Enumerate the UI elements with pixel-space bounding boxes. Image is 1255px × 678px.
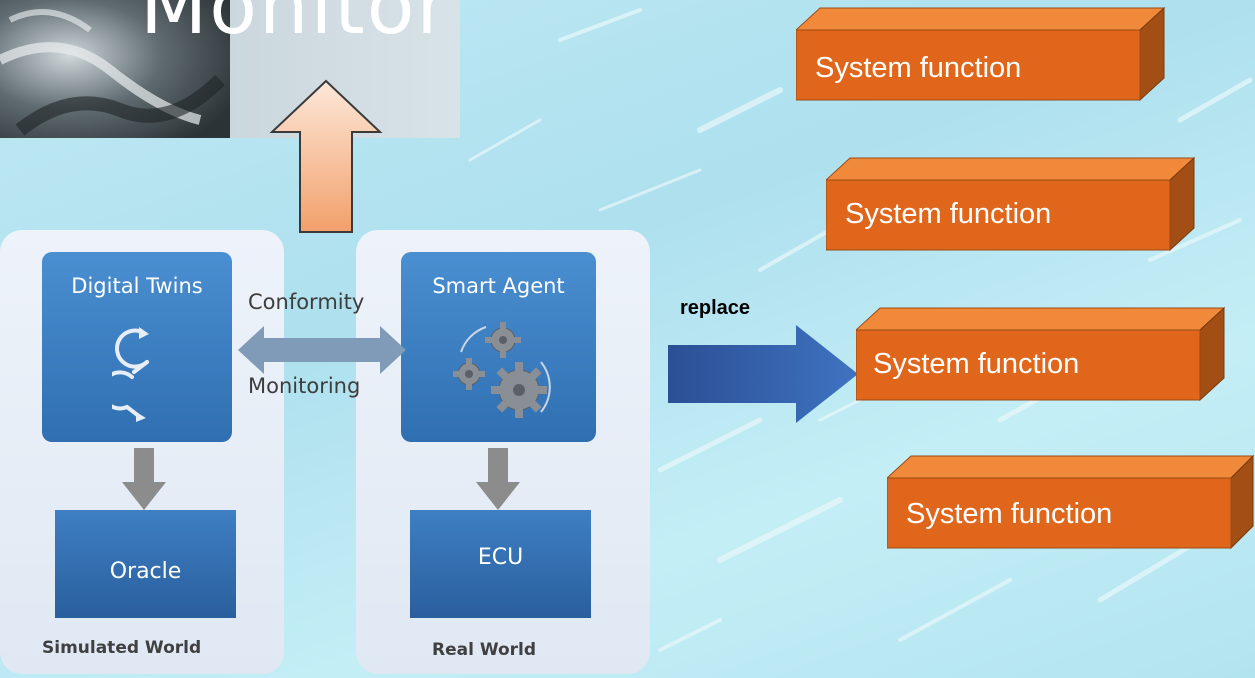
system-function-cube-4 — [887, 454, 1255, 550]
system-function-label-3: System function — [873, 348, 1080, 380]
down-arrow-icon — [476, 448, 520, 510]
system-function-label-1: System function — [815, 52, 1022, 84]
system-function-label-2: System function — [845, 198, 1052, 230]
real-world-label: Real World — [432, 640, 537, 660]
digital-twins-label: Digital Twins — [71, 274, 203, 298]
smart-agent-box: Smart Agent — [401, 252, 596, 442]
monitor-banner: Monitor — [0, 0, 460, 138]
monitor-photo-image — [0, 0, 230, 138]
simulated-world-label: Simulated World — [42, 638, 202, 658]
oracle-label: Oracle — [109, 558, 182, 584]
system-function-cube-1 — [796, 6, 1166, 102]
ecu-box: ECU — [410, 510, 591, 618]
oracle-box: Oracle — [55, 510, 236, 618]
system-function-cube-3 — [856, 306, 1226, 402]
monitoring-label: Monitoring — [248, 374, 361, 398]
system-function-cube-2 — [826, 156, 1196, 252]
conformity-label: Conformity — [248, 290, 365, 314]
simulated-world-panel: Digital Twins Oracle Simulated World — [0, 230, 284, 674]
digital-twins-box: Digital Twins — [42, 252, 232, 442]
down-arrow-icon — [122, 448, 166, 510]
bidirectional-arrow-icon — [238, 326, 406, 374]
cycle-arrows-icon — [112, 327, 149, 422]
replace-arrow-icon — [668, 325, 858, 423]
smart-agent-label: Smart Agent — [432, 274, 565, 298]
monitor-title: Monitor — [140, 0, 451, 52]
ecu-label: ECU — [477, 544, 524, 570]
gears-icon — [453, 322, 551, 418]
real-world-panel: Smart Agent — [356, 230, 650, 674]
replace-label: replace — [680, 297, 751, 319]
up-arrow-icon — [269, 79, 383, 233]
system-function-label-4: System function — [906, 498, 1113, 530]
